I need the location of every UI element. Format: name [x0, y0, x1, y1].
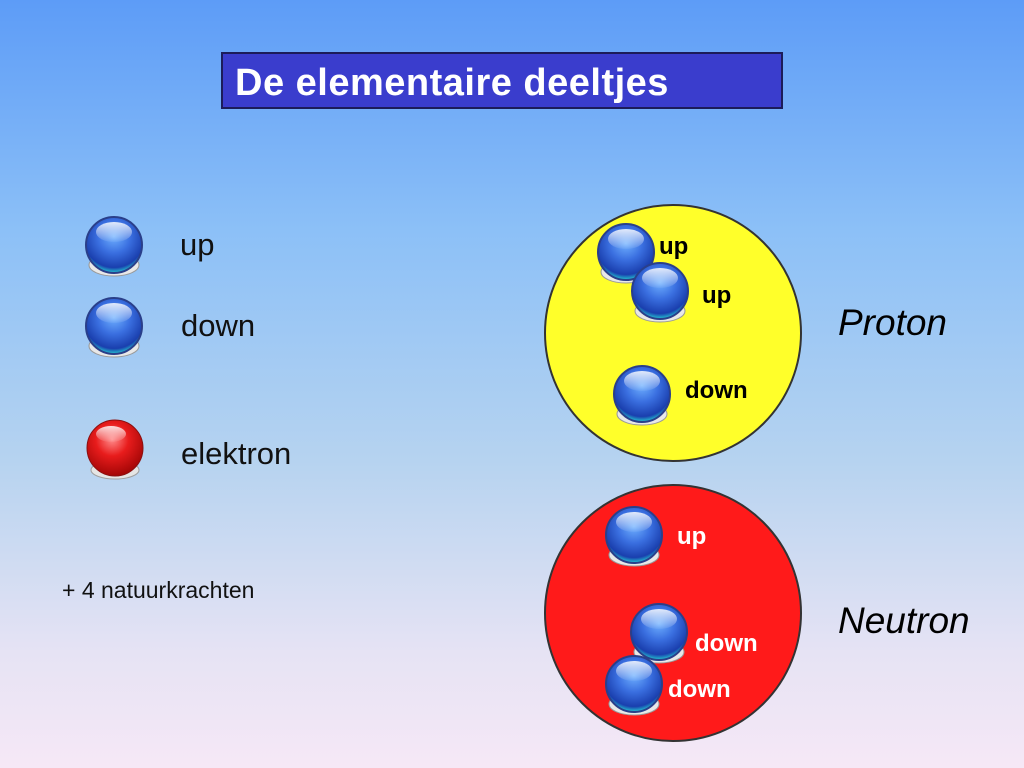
forces-note: + 4 natuurkrachten: [62, 577, 255, 603]
legend-down-quark-icon: [85, 297, 143, 358]
neutron-name: Neutron: [838, 600, 970, 641]
proton-quark-down-icon: [613, 365, 671, 426]
neutron-quark-up-icon: [605, 506, 663, 567]
title-box: De elementaire deeltjes: [221, 52, 783, 109]
neutron-diagram: [544, 484, 802, 742]
legend-electron-icon: [86, 419, 144, 480]
neutron-quark-label-3: down: [668, 676, 731, 703]
legend-label-up: up: [180, 227, 215, 262]
legend-up-quark-icon: [85, 216, 143, 277]
legend-label-down: down: [181, 308, 256, 343]
neutron-quark-down-2-icon: [605, 655, 663, 716]
page-title: De elementaire deeltjes: [235, 62, 669, 104]
proton-quark-label-2: up: [702, 282, 732, 309]
proton-diagram: [544, 204, 802, 462]
neutron-quark-label-1: up: [677, 523, 707, 550]
legend-label-electron: elektron: [181, 436, 292, 471]
proton-quark-label-3: down: [685, 377, 748, 404]
neutron-quark-label-2: down: [695, 630, 758, 657]
neutron-quark-down-1-icon: [630, 603, 688, 664]
proton-name: Proton: [838, 302, 948, 343]
proton-quark-label-1: up: [659, 233, 689, 260]
proton-quark-up-2-icon: [631, 262, 689, 323]
